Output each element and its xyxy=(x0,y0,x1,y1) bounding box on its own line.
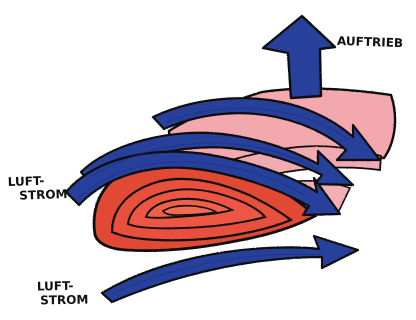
airflow-label-top: LUFT- STROM xyxy=(8,174,68,202)
lift-arrow xyxy=(263,16,335,98)
lift-label-text: AUFTRIEB xyxy=(337,34,404,50)
airflow-label-top-line-1: LUFT- xyxy=(8,174,68,188)
airflow-label-bottom: LUFT- STROM xyxy=(37,280,89,307)
airflow-label-bottom-line-2: STROM xyxy=(37,294,88,307)
airflow-label-bottom-line-1: LUFT- xyxy=(37,280,88,293)
lift-label: AUFTRIEB xyxy=(337,35,403,49)
airflow-label-top-line-2: STROM xyxy=(8,188,68,202)
lift-arrow-up xyxy=(263,16,335,98)
